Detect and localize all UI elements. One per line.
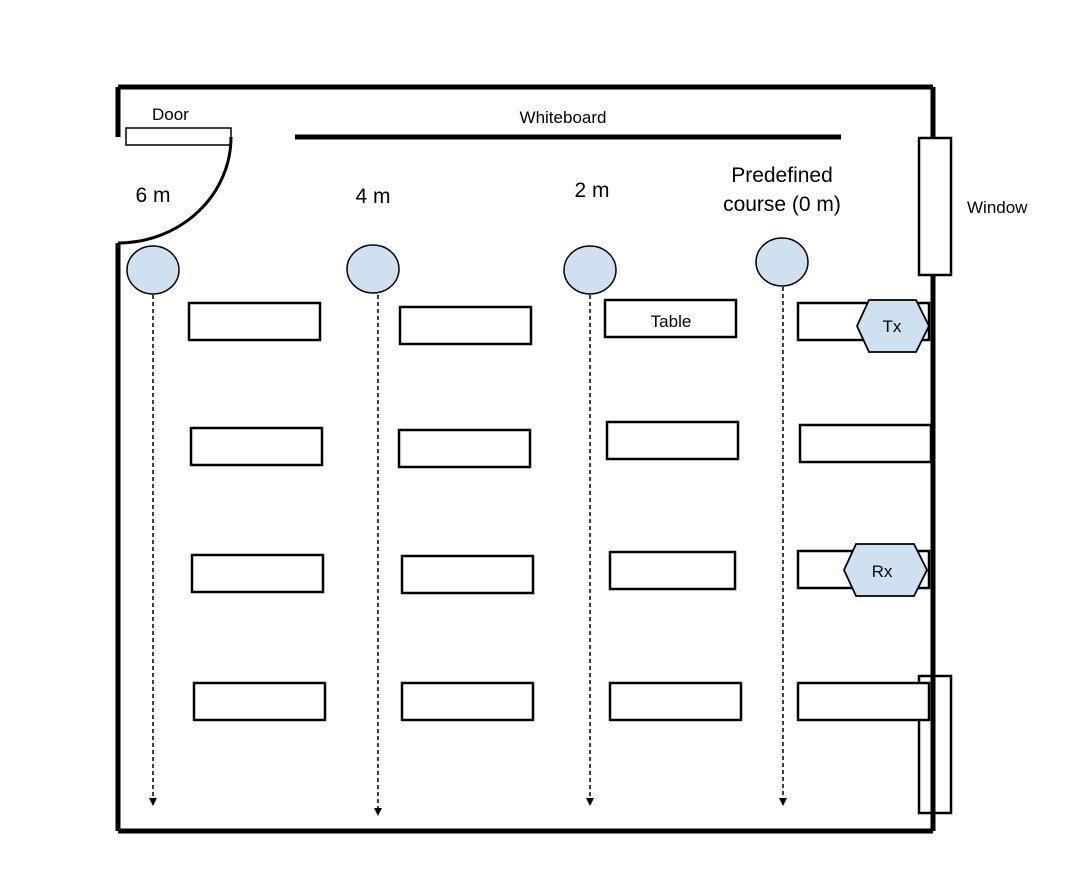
table [189,426,324,467]
course-label-6m: 6 m [135,184,170,207]
table [398,305,533,346]
tx-label: Tx [883,317,902,336]
table [187,301,322,342]
rx-device [843,543,929,597]
course-label-0m-line1: Predefined [731,164,833,187]
table-labeled [603,298,738,339]
window-top [917,136,953,277]
table [192,681,327,722]
walking-paths [149,287,787,816]
walker-0m [755,237,809,287]
table [796,681,931,722]
course-label-0m-line2: course (0 m) [723,193,841,216]
table [190,553,325,594]
door-swing-arc [117,136,233,245]
tx-device [856,299,931,353]
table [608,681,743,722]
table [798,423,933,464]
door-panel [125,127,232,146]
door-label: Door [152,105,189,124]
rx-label: Rx [872,562,893,581]
course-label-4m: 4 m [355,185,390,208]
walker-6m [126,245,180,295]
walker-4m [346,244,400,294]
table [608,550,737,591]
window-bottom [917,674,953,815]
table [400,681,535,722]
table [400,554,535,595]
whiteboard-label: Whiteboard [520,108,607,127]
walker-2m [563,245,617,295]
table [605,420,740,461]
table [397,428,532,469]
table-label: Table [651,312,692,331]
window-label: Window [967,198,1028,217]
course-label-2m: 2 m [574,179,609,202]
